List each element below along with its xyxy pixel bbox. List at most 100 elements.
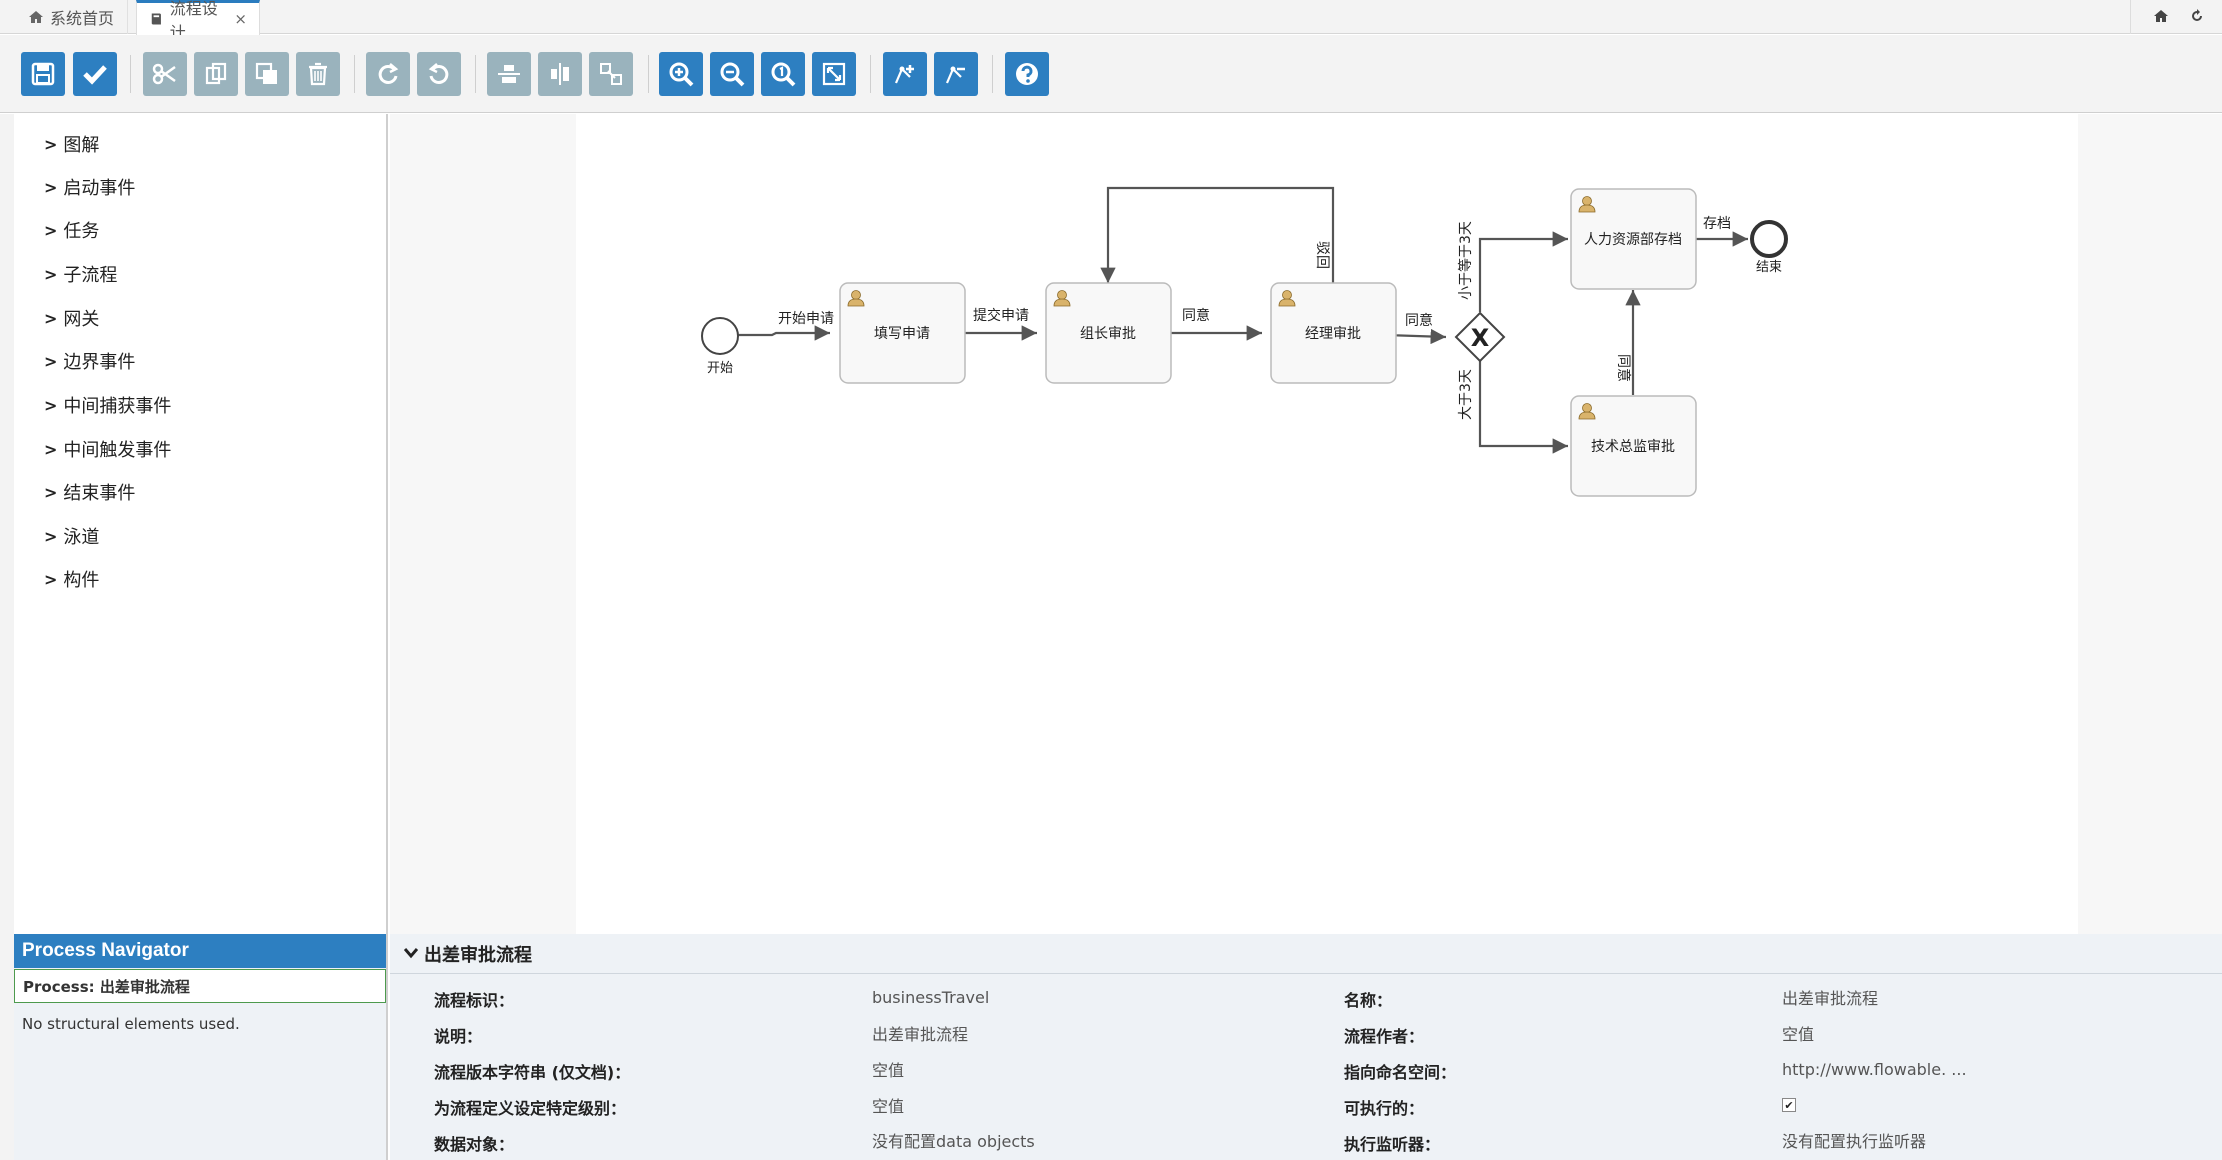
prop-label: 数据对象： xyxy=(434,1135,515,1154)
zoom-in-icon xyxy=(669,62,694,87)
toolbar xyxy=(0,35,2222,113)
palette-group-boundary-events[interactable]: >边界事件 xyxy=(44,351,136,374)
user-task-tech-director-approval[interactable]: 技术总监审批 xyxy=(1570,395,1697,497)
user-task-hr-archive[interactable]: 人力资源部存档 xyxy=(1570,188,1697,290)
palette-group-end-events[interactable]: >结束事件 xyxy=(44,482,136,505)
undo-button[interactable] xyxy=(417,52,461,96)
flow-label: 大于3天 xyxy=(1458,369,1474,420)
zoom-out-icon xyxy=(720,62,745,87)
flow-labels: 开始申请 提交申请 同意 驳回 同意 小于等于3天 大于3天 存档 同意 xyxy=(778,216,1731,420)
user-task-manager-approval[interactable]: 经理审批 xyxy=(1270,282,1397,384)
chevron-right-icon: > xyxy=(44,264,58,284)
prop-value-listeners[interactable]: 没有配置执行监听器 xyxy=(1782,1132,1927,1151)
palette-group-gateways[interactable]: >网关 xyxy=(44,308,100,331)
chevron-down-icon xyxy=(403,943,419,964)
task-label: 组长审批 xyxy=(1080,326,1136,342)
palette-group-intermediate-catch[interactable]: >中间捕获事件 xyxy=(44,395,172,418)
copy-button[interactable] xyxy=(194,52,238,96)
paste-button[interactable] xyxy=(245,52,289,96)
flow-le-3days xyxy=(1478,231,1568,312)
prop-label: 说明： xyxy=(434,1027,483,1046)
validate-button[interactable] xyxy=(73,52,117,96)
zoom-fit-button[interactable] xyxy=(812,52,856,96)
navigator-empty-text: No structural elements used. xyxy=(22,1015,240,1033)
tab-home[interactable]: 系统首页 xyxy=(16,0,128,34)
shape-palette: >图解 >启动事件 >任务 >子流程 >网关 >边界事件 >中间捕获事件 >中间… xyxy=(14,114,388,936)
align-horizontal-button[interactable] xyxy=(487,52,531,96)
process-diagram[interactable]: 开始 填写申请 组长审批 经理审批 人力资源部存档 xyxy=(576,114,2078,934)
chevron-right-icon: > xyxy=(44,569,58,589)
prop-value-name[interactable]: 出差审批流程 xyxy=(1782,989,1879,1008)
palette-group-subprocess[interactable]: >子流程 xyxy=(44,264,118,287)
prop-value-version[interactable]: 空值 xyxy=(872,1061,905,1080)
palette-group-start-events[interactable]: >启动事件 xyxy=(44,177,136,200)
prop-value-level[interactable]: 空值 xyxy=(872,1097,905,1116)
chevron-right-icon: > xyxy=(44,526,58,546)
save-icon xyxy=(31,62,55,86)
prop-value-documentation[interactable]: 出差审批流程 xyxy=(872,1025,969,1044)
refresh-icon[interactable] xyxy=(2189,8,2205,24)
zoom-out-button[interactable] xyxy=(710,52,754,96)
tab-bar: 系统首页 流程设计 × xyxy=(0,0,2222,42)
home-icon xyxy=(29,11,43,23)
prop-label: 流程标识： xyxy=(434,991,515,1010)
navigator-title: Process Navigator xyxy=(14,934,386,968)
align-vertical-button[interactable] xyxy=(538,52,582,96)
executable-checkbox[interactable]: ✔ xyxy=(1782,1093,1796,1117)
user-task-fill-application[interactable]: 填写申请 xyxy=(839,282,966,384)
prop-label: 指向命名空间： xyxy=(1344,1063,1457,1082)
remove-bendpoint-button[interactable] xyxy=(934,52,978,96)
flow-reject xyxy=(1100,186,1335,283)
navigator-process-item[interactable]: Process: 出差审批流程 xyxy=(14,969,386,1003)
task-label: 人力资源部存档 xyxy=(1584,232,1682,248)
save-button[interactable] xyxy=(21,52,65,96)
close-icon[interactable]: × xyxy=(234,10,247,28)
prop-label: 可执行的： xyxy=(1344,1099,1425,1118)
palette-group-artifacts[interactable]: >构件 xyxy=(44,569,100,592)
paste-icon xyxy=(255,62,277,84)
start-event[interactable]: 开始 xyxy=(701,317,739,376)
prop-label: 名称： xyxy=(1344,991,1393,1010)
zoom-actual-icon xyxy=(771,62,796,87)
delete-icon xyxy=(309,62,327,86)
diagram-canvas[interactable]: 开始 填写申请 组长审批 经理审批 人力资源部存档 xyxy=(576,114,2078,934)
add-bendpoint-button[interactable] xyxy=(883,52,927,96)
home-icon[interactable] xyxy=(2153,8,2169,24)
help-icon xyxy=(1016,63,1038,85)
flow-label: 开始申请 xyxy=(778,311,834,327)
zoom-actual-button[interactable] xyxy=(761,52,805,96)
cut-button[interactable] xyxy=(143,52,187,96)
prop-value-process-id[interactable]: businessTravel xyxy=(872,987,990,1007)
prop-value-namespace[interactable]: http://www.flowable. ... xyxy=(1782,1059,1967,1079)
prop-value-author[interactable]: 空值 xyxy=(1782,1025,1815,1044)
chevron-right-icon: > xyxy=(44,177,58,197)
palette-group-swimlanes[interactable]: >泳道 xyxy=(44,526,100,549)
flow-label: 同意 xyxy=(1405,312,1433,329)
sequence-flows[interactable] xyxy=(738,186,1748,454)
chevron-right-icon: > xyxy=(44,220,58,240)
chevron-right-icon: > xyxy=(44,351,58,371)
palette-group-diagram[interactable]: >图解 xyxy=(44,134,100,157)
prop-value-data-objects[interactable]: 没有配置data objects xyxy=(872,1132,1035,1151)
properties-title: 出差审批流程 xyxy=(424,944,532,966)
redo-button[interactable] xyxy=(366,52,410,96)
user-task-leader-approval[interactable]: 组长审批 xyxy=(1045,282,1172,384)
help-button[interactable] xyxy=(1005,52,1049,96)
properties-header[interactable]: 出差审批流程 xyxy=(390,934,2222,974)
copy-icon xyxy=(205,62,227,85)
same-size-button[interactable] xyxy=(589,52,633,96)
same-size-icon xyxy=(600,63,622,85)
exclusive-gateway[interactable]: X xyxy=(1454,311,1506,363)
end-event[interactable]: 结束 xyxy=(1750,220,1788,275)
prop-label: 流程版本字符串 (仅文档)： xyxy=(434,1063,631,1082)
palette-group-tasks[interactable]: >任务 xyxy=(44,220,100,243)
zoom-in-button[interactable] xyxy=(659,52,703,96)
align-horizontal-icon xyxy=(498,65,520,83)
properties-panel: 出差审批流程 流程标识： businessTravel 说明： 出差审批流程 流… xyxy=(390,934,2222,1160)
palette-group-intermediate-throw[interactable]: >中间触发事件 xyxy=(44,439,172,462)
check-icon xyxy=(83,65,107,85)
undo-icon xyxy=(428,63,449,84)
delete-button[interactable] xyxy=(296,52,340,96)
flow-label: 驳回 xyxy=(1314,241,1330,269)
tab-process-design[interactable]: 流程设计 × xyxy=(136,0,260,42)
